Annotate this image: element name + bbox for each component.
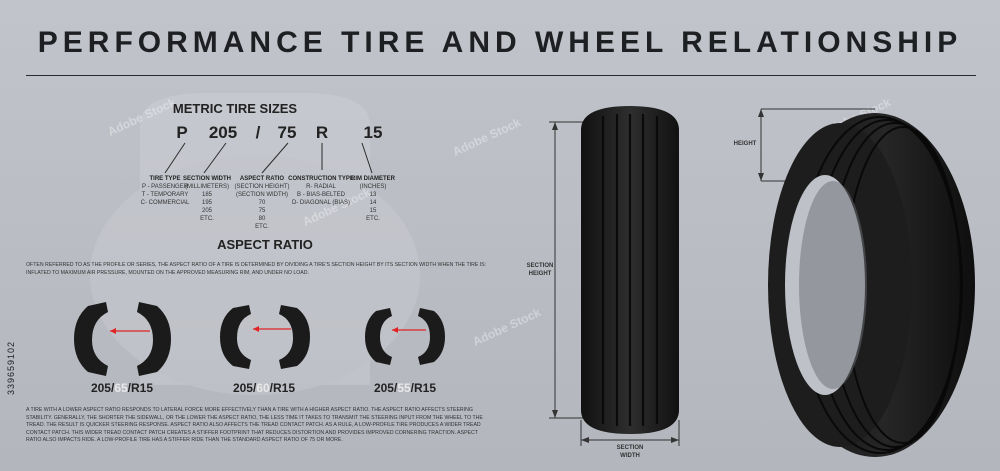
tire-front-view: [549, 106, 680, 446]
aspect-intro-paragraph: OFTEN REFERRED TO AS THE PROFILE OR SERI…: [26, 262, 487, 276]
page-title: PERFORMANCE TIRE AND WHEEL RELATIONSHIP: [37, 26, 963, 59]
background-tire-silhouette: [90, 93, 420, 395]
aspect-detail-paragraph: A TIRE WITH A LOWER ASPECT RATIO RESPOND…: [26, 407, 483, 444]
tire-profile-55: [365, 308, 445, 365]
code-aspect-ratio: 75: [277, 123, 297, 142]
height-label: HEIGHT: [733, 141, 757, 147]
title-divider: [26, 75, 976, 76]
stock-id: 339659102: [6, 340, 16, 395]
code-rim-diameter: 15: [363, 123, 383, 142]
caption-rim-diameter: RIM DIAMETER: [351, 176, 395, 182]
code-section-width: 205: [208, 123, 238, 142]
watermark: Adobe Stock: [450, 115, 523, 159]
size-label-55: 205/55/R15: [373, 381, 437, 395]
caption-tire-type: TIRE TYPE: [149, 176, 181, 182]
size-label-65: 205/65/R15: [90, 381, 154, 395]
tire-profile-60: [220, 305, 310, 369]
caption-section-width: SECTION WIDTH: [183, 176, 231, 182]
code-construction: R: [315, 123, 329, 142]
size-label-60: 205/60/R15: [232, 381, 296, 395]
watermark: Adobe Stock: [470, 305, 543, 349]
tire-profile-65: [74, 302, 171, 376]
code-slash: /: [255, 123, 261, 142]
caption-construction-type: CONSTRUCTION TYPE: [288, 176, 354, 182]
metric-heading: METRIC TIRE SIZES: [172, 101, 298, 116]
caption-aspect-ratio: ASPECT RATIO: [239, 176, 285, 182]
code-leader-lines: [164, 142, 373, 174]
aspect-heading: ASPECT RATIO: [217, 237, 313, 252]
code-tire-type: P: [176, 123, 188, 142]
tire-angled-view: [758, 108, 975, 457]
